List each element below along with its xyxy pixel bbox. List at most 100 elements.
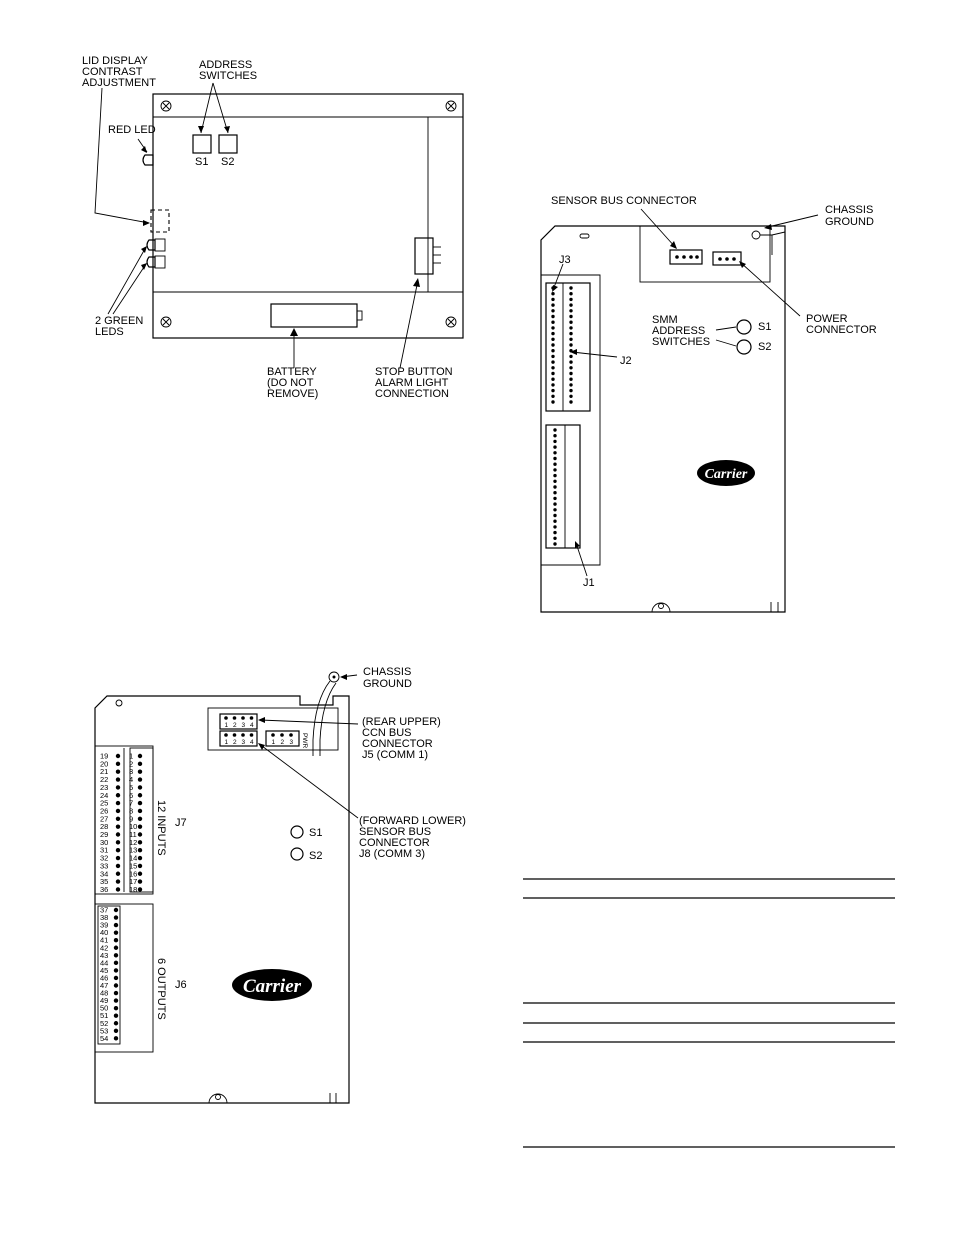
j7-pin-label: 35 <box>100 877 108 886</box>
stop-button-label-2: ALARM LIGHT <box>375 377 449 389</box>
j7-pin-label: 15 <box>129 861 137 870</box>
j7-pin-label: 36 <box>100 885 108 894</box>
j6-pin-dot <box>113 998 119 1003</box>
j7-pin-dot <box>115 832 121 837</box>
lid-s2-label: S2 <box>221 156 234 168</box>
power-connector-icon <box>712 251 742 266</box>
j6-pin-dot <box>113 938 119 943</box>
j1-pin-dot <box>553 456 557 461</box>
j7-pin-label: 2 <box>129 759 133 768</box>
smm-s2-switch <box>736 339 752 355</box>
smm-address-label-1: SMM <box>652 314 678 326</box>
j1-pin-dot <box>553 428 557 432</box>
j7-pin-label: 10 <box>129 822 137 831</box>
j3-pin-dot <box>551 400 555 404</box>
j7-pin-dot <box>115 753 121 759</box>
j7-pin-dot <box>137 785 143 790</box>
j7-pin-label: 26 <box>100 806 108 815</box>
smm-s1-label: S1 <box>758 321 771 333</box>
smm-chassis-ground-icon <box>751 230 761 240</box>
j3-pin-dot <box>551 383 555 387</box>
smm-s2-label: S2 <box>758 341 771 353</box>
j6-pin-label: 44 <box>100 958 108 967</box>
smm-address-label-3: SWITCHES <box>652 336 710 348</box>
j6-pin-dot <box>113 922 119 928</box>
j7-pin-dot <box>115 863 121 869</box>
j7-pin-dot <box>115 840 121 845</box>
j7-pin-dot <box>137 777 143 782</box>
j7-pin-dot <box>137 871 143 876</box>
j3-pin-dot <box>551 371 555 376</box>
j7-pin-dot <box>115 824 121 829</box>
j3-pin-dot <box>551 292 555 296</box>
j3-pin-dot <box>551 349 555 353</box>
j7-pin-dot <box>115 785 121 790</box>
j7-pin-label: 7 <box>129 799 133 808</box>
j7-pin-dot <box>115 855 121 861</box>
j6-pin-label: 49 <box>100 996 108 1005</box>
address-switches-label-2: SWITCHES <box>199 70 257 82</box>
j6-pin-label: 54 <box>100 1034 108 1043</box>
j7-pin-label: 6 <box>129 791 133 800</box>
j7-pin-label: 21 <box>100 767 108 776</box>
pwr-pin-dot <box>280 733 284 737</box>
smm-logo-text: Carrier <box>705 467 748 482</box>
forward-lower-label-4: J8 (COMM 3) <box>359 848 425 860</box>
board-s2-switch <box>290 847 304 861</box>
j7-pin-label: 34 <box>100 869 108 878</box>
j7-pin-label: 1 <box>129 752 133 761</box>
j2-pin-dot <box>569 377 573 381</box>
j6-pin-label: 42 <box>100 943 108 952</box>
j7-pin-label: 16 <box>129 869 137 878</box>
smm-chassis-ground-label-1: CHASSIS <box>825 204 873 216</box>
j6-pin-dot <box>113 960 119 966</box>
rear-upper-label-1: (REAR UPPER) <box>362 716 441 728</box>
smm-figure: SENSOR BUS CONNECTOR CHASSIS GROUND J3 J… <box>540 195 877 613</box>
j7-pin-dot <box>115 793 121 798</box>
j2-pin-dot <box>569 303 573 307</box>
j2-pin-dot <box>569 314 573 319</box>
j2-pin-dot <box>569 383 573 387</box>
j2-pin-dot <box>569 297 573 302</box>
j1-pin-dot <box>553 530 557 535</box>
red-led-icon <box>142 154 154 166</box>
j8-pin-label: 2 <box>233 739 237 746</box>
j1-label: J1 <box>583 577 595 589</box>
j2-pin-dot <box>569 331 573 336</box>
j3-pin-dot <box>551 297 555 302</box>
j6-pin-label: 48 <box>100 989 108 998</box>
j7-pin-dot <box>115 848 121 853</box>
j8-pin-dot <box>224 733 228 737</box>
board-s1-switch <box>290 825 304 839</box>
j5-pin-dot <box>241 716 245 720</box>
j1-pin-dot <box>553 468 557 472</box>
lid-s1-label: S1 <box>195 156 208 168</box>
red-led-label: RED LED <box>108 124 156 136</box>
stop-button-label-3: CONNECTION <box>375 388 449 400</box>
j1-pin-dot <box>553 473 557 478</box>
j7-pin-label: 19 <box>100 752 108 761</box>
j1-pin-dot <box>553 536 557 540</box>
board-chassis-ground-label-1: CHASSIS <box>363 666 411 678</box>
j6-pin-dot <box>113 1028 119 1034</box>
j7-pin-dot <box>115 887 121 892</box>
j8-pin-label: 1 <box>225 739 229 746</box>
j7-pin-dot <box>115 769 121 774</box>
j6-pin-dot <box>113 968 119 973</box>
lid-figure: LID DISPLAY CONTRAST ADJUSTMENT ADDRESS … <box>82 55 464 400</box>
lid-contrast-label-2: CONTRAST <box>82 66 143 78</box>
j3-pin-dot <box>551 377 555 381</box>
board-chassis-ground-label-2: GROUND <box>363 678 412 690</box>
j7-pin-label: 20 <box>100 759 108 768</box>
j7-pin-dot <box>137 855 143 861</box>
j7-pin-label: 27 <box>100 814 108 823</box>
j8-pin-dot <box>249 733 254 737</box>
smm-pin-dots <box>551 286 573 546</box>
j6-pin-label: 39 <box>100 921 108 930</box>
stop-button-label-1: STOP BUTTON <box>375 366 453 378</box>
sensor-bus-connector-icon <box>669 249 703 265</box>
j1-pin-dot <box>553 462 557 466</box>
pwr-label: PWR <box>301 733 308 748</box>
j8-pin-label: 3 <box>242 739 246 746</box>
j5-pin-dot <box>224 716 228 720</box>
